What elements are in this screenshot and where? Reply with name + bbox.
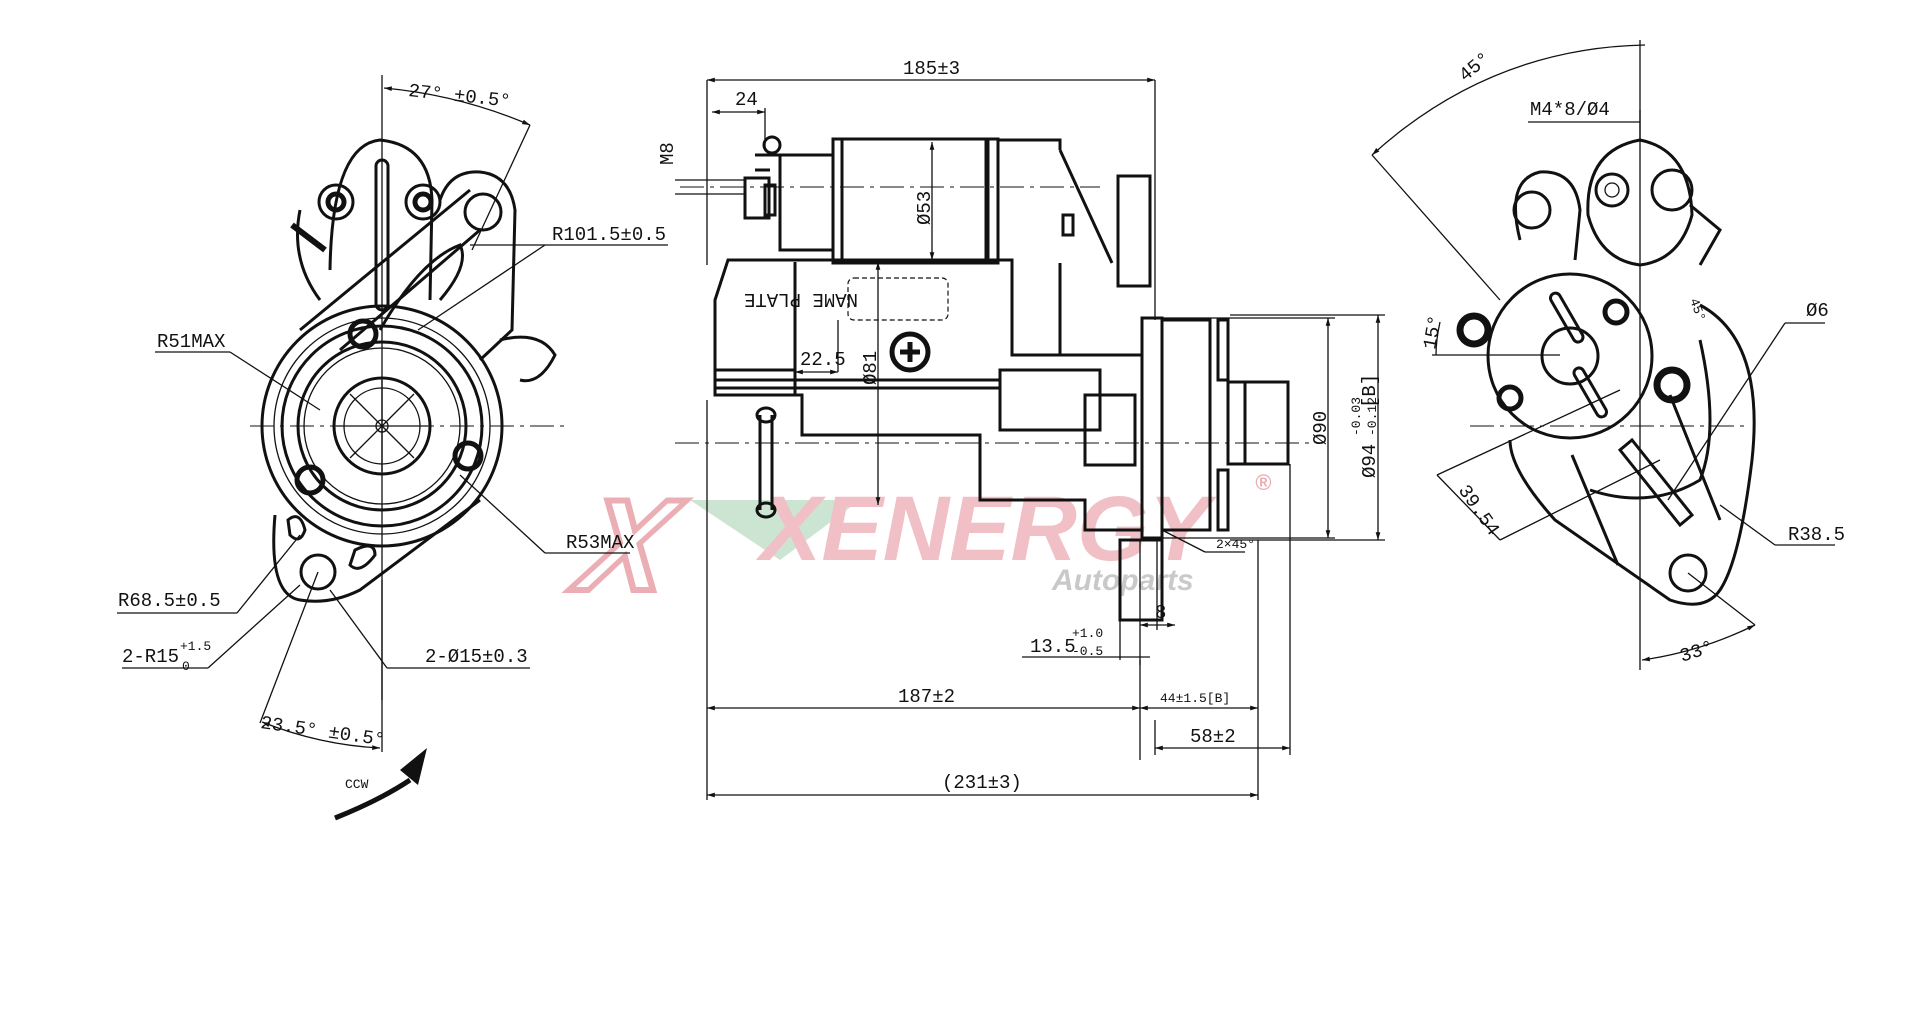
dim-angle-23: 23.5° ±0.5°: [259, 712, 386, 751]
rotation-label: CCW: [345, 777, 369, 792]
dim-r15-tol-upper: +1.5: [180, 639, 211, 654]
dim-r68: R68.5±0.5: [118, 590, 221, 612]
ccw-arrow-icon: [334, 777, 412, 821]
dim-r38-5: R38.5: [1788, 524, 1845, 546]
dim-58: 58±2: [1190, 726, 1236, 748]
dim-39-54: 39.54: [1453, 481, 1504, 540]
rear-view: 45° M4*8/Ø4 45° 15° Ø6 39.54 R38.5 33°: [1371, 40, 1845, 670]
dim-r15-tol-lower: 0: [182, 659, 190, 674]
name-plate-label: NAME PLATE: [744, 288, 858, 310]
dim-13-5: 13.5: [1030, 636, 1076, 658]
dim-185: 185±3: [903, 58, 960, 80]
dim-hole15: 2-Ø15±0.3: [425, 646, 528, 668]
dim-r51max: R51MAX: [157, 331, 226, 353]
dim-angle-33: 33°: [1677, 636, 1716, 667]
dim-angle-45-top: 45°: [1455, 48, 1495, 87]
dim-angle-27: 27° ±0.5°: [407, 80, 511, 113]
dim-r53max: R53MAX: [566, 532, 635, 554]
dim-13-5-tol-upper: +1.0: [1072, 626, 1103, 641]
dim-22-5: 22.5: [800, 349, 846, 371]
dim-angle-15: 15°: [1419, 314, 1447, 352]
side-view: NAME PLATE 185±3 24 M8: [657, 58, 1385, 800]
name-plate: [847, 277, 949, 321]
dim-24: 24: [735, 89, 758, 111]
watermark-green-stripe: [690, 500, 860, 560]
dim-dia94-tol-upper: -0.03: [1349, 397, 1364, 436]
dim-r101: R101.5±0.5: [552, 224, 666, 246]
dim-dia81: Ø81: [860, 351, 882, 385]
watermark-registered: ®: [1255, 470, 1272, 495]
dim-m4: M4*8/Ø4: [1530, 99, 1610, 121]
dim-dia53: Ø53: [914, 191, 936, 225]
watermark-subtitle: Autoparts: [1051, 564, 1194, 597]
dim-44: 44±1.5[B]: [1160, 691, 1230, 706]
watermark: X XENERGY ® Autoparts: [559, 469, 1272, 620]
dim-dia94-tol-lower: -0.12: [1365, 397, 1380, 436]
dim-chamfer: 2×45°: [1216, 537, 1255, 552]
dim-dia94-ref: [B]: [1359, 374, 1381, 408]
pinion-gear: [332, 376, 432, 476]
dim-13-5-tol-lower: -0.5: [1072, 644, 1103, 659]
dim-231: (231±3): [942, 772, 1022, 794]
left-front-view: 27° ±0.5° R101.5±0.5 R51MAX R53MAX R68.5…: [117, 75, 668, 821]
dim-dia6: Ø6: [1806, 300, 1829, 322]
dim-r15: 2-R15: [122, 646, 179, 668]
dim-angle-45-small: 45°: [1686, 296, 1708, 323]
dim-m8: M8: [657, 142, 679, 165]
dim-dia90: Ø90: [1310, 411, 1332, 445]
dim-8: 8: [1155, 602, 1166, 624]
dim-187: 187±2: [898, 686, 955, 708]
dim-dia94: Ø94: [1359, 444, 1381, 478]
